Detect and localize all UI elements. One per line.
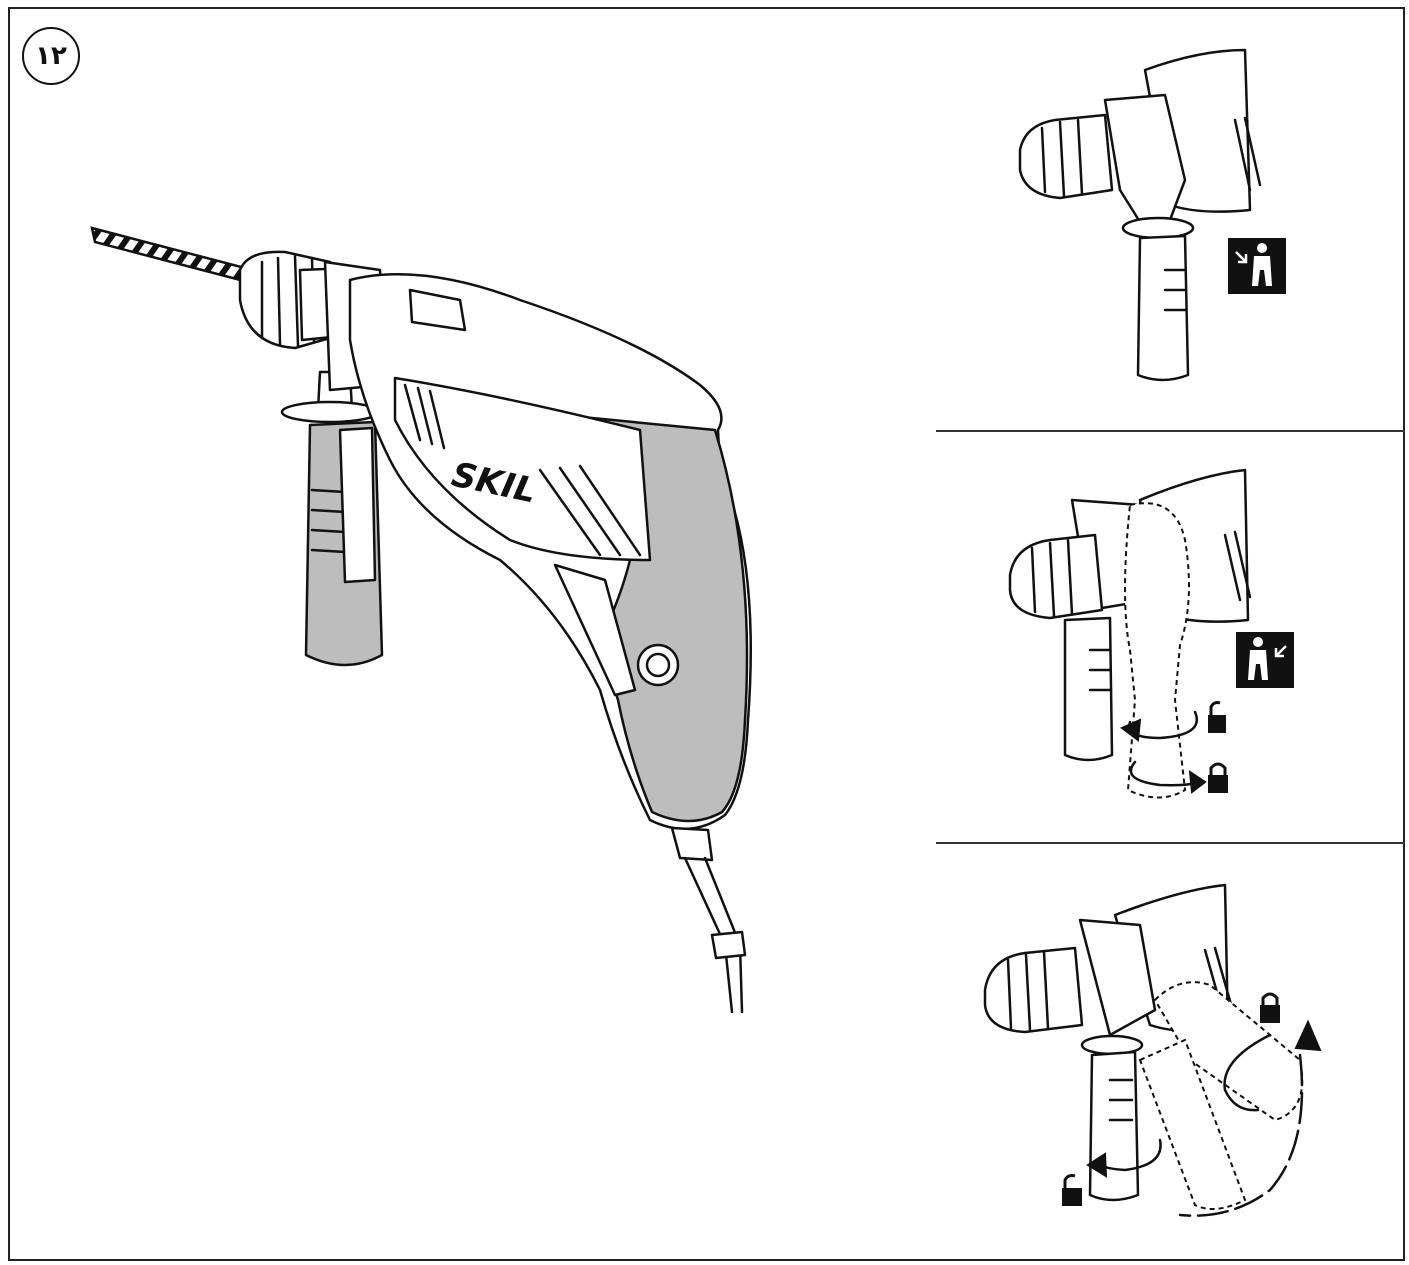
panel-divider-bottom [936, 842, 1405, 844]
main-drill-illustration: SKIL [90, 226, 753, 1014]
panel-side-handle-attached [1018, 48, 1286, 382]
rotate-arrows [1120, 710, 1207, 794]
drill-bit [90, 226, 250, 284]
side-handle [280, 370, 384, 667]
drill-body: SKIL [348, 273, 753, 831]
padlock-open-icon [1062, 1174, 1082, 1206]
panel-side-handle-rotate-position [983, 883, 1322, 1217]
hand-on-side-handle-icon [1228, 238, 1286, 294]
panel-side-handle-loosen-tighten [1008, 468, 1294, 799]
padlock-closed-icon [1260, 992, 1280, 1023]
padlock-closed-icon [1208, 762, 1228, 793]
figure-number-badge: ۱۲ [22, 27, 80, 85]
padlock-open-icon [1208, 701, 1226, 733]
figure-frame [8, 7, 1405, 1261]
panel-divider-top [936, 430, 1405, 432]
power-cord [670, 826, 747, 1014]
hand-off-side-handle-icon [1236, 632, 1294, 688]
rotate-handle-arrow [1086, 1019, 1322, 1217]
